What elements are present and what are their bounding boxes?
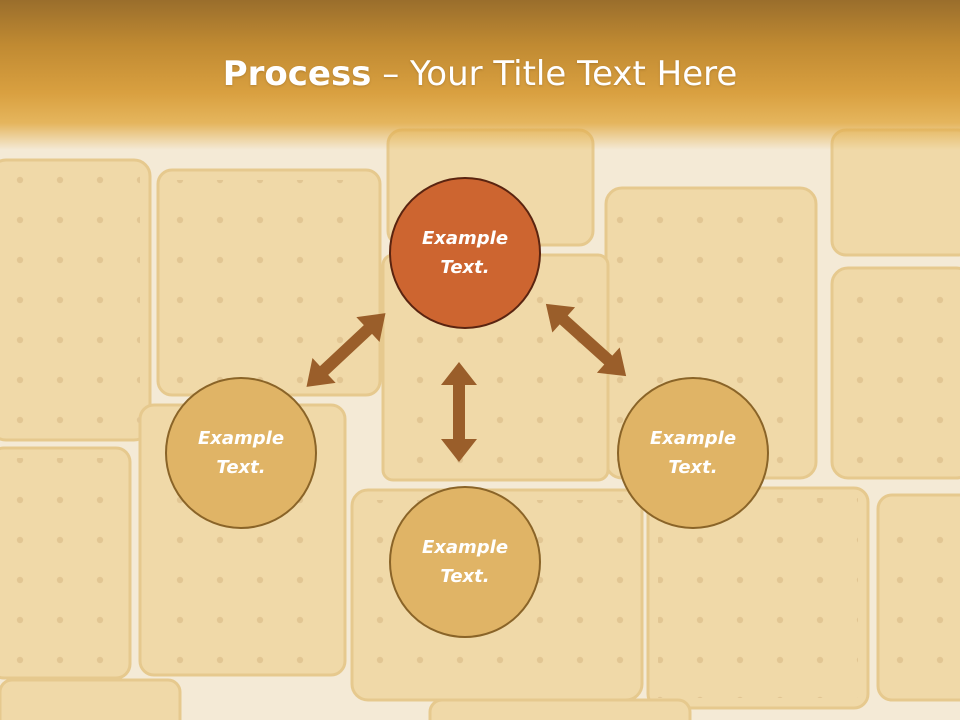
- node-label: Example Text.: [649, 428, 737, 478]
- double-arrow-icon: [306, 313, 386, 387]
- slide-title: Process – Your Title Text Here: [0, 52, 960, 96]
- process-node-bottom[interactable]: Example Text.: [389, 486, 541, 638]
- double-arrow-icon: [545, 303, 627, 377]
- title-rest: – Your Title Text Here: [371, 54, 738, 94]
- title-bold: Process: [222, 54, 372, 94]
- process-node-top[interactable]: Example Text.: [389, 177, 541, 329]
- process-node-left[interactable]: Example Text.: [165, 377, 317, 529]
- title-bar: Process – Your Title Text Here: [0, 0, 960, 150]
- node-label: Example Text.: [421, 228, 509, 278]
- process-node-right[interactable]: Example Text.: [617, 377, 769, 529]
- node-label: Example Text.: [197, 428, 285, 478]
- double-arrow-icon: [441, 362, 477, 462]
- node-label: Example Text.: [421, 537, 509, 587]
